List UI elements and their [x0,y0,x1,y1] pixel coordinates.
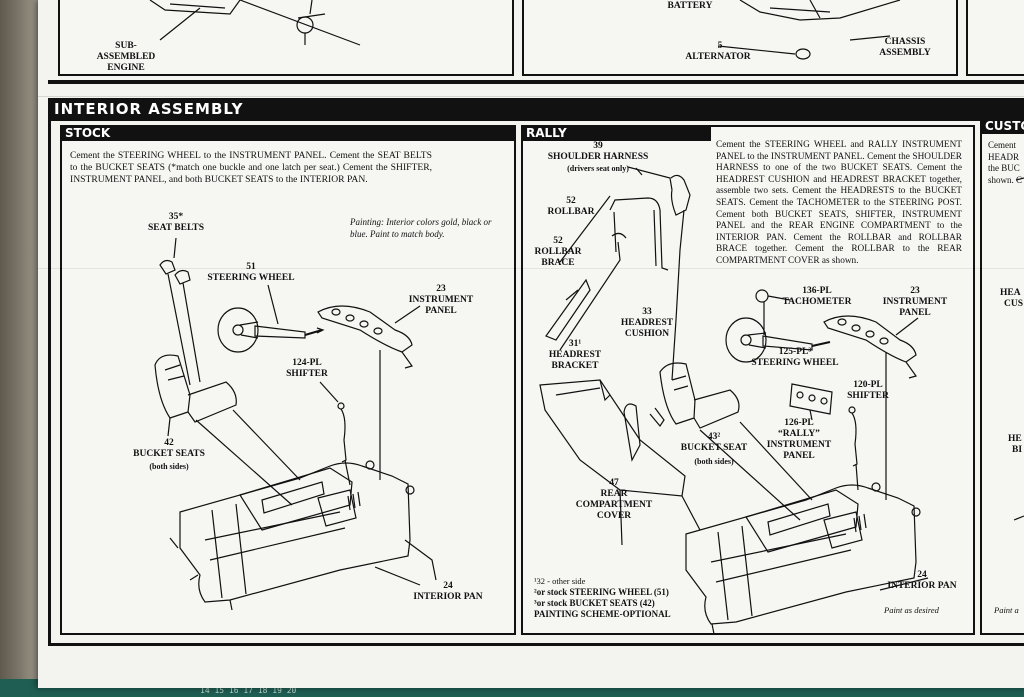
stock-header-text: STOCK [65,126,111,140]
rally-header-text: RALLY [526,126,567,140]
label-sub-assembled-engine: SUB-ASSEMBLED ENGINE [96,41,156,73]
label-rollbar-brace: 52 ROLLBAR BRACE [534,236,582,268]
custom-art-fragment [1013,177,1024,521]
label-rear-compartment-cover: 47 REAR COMPARTMENT COVER [575,478,653,521]
chassis-step-box [522,0,958,76]
label-bucket-seat-rally-sub: (both sides) [694,457,734,466]
rally-shifter-art [848,406,859,491]
custom-paint-note: Paint a [994,605,1019,615]
custom-text: Cement HEADR the BUC shown. C [988,140,1024,186]
rally-rear-compartment-art [539,379,701,546]
label-rally-instrument-panel: 126-PL “RALLY” INSTRUMENT PANEL [766,418,832,461]
top-rule [48,80,1024,84]
engine-step-box [58,0,514,76]
footnote-3: ³or stock BUCKET SEATS (42) [534,598,655,608]
label-interior-pan-rally: 24 INTERIOR PAN [887,570,957,591]
custom-panel [980,125,1024,635]
label-tachometer: 136-PL TACHOMETER [782,286,852,307]
label-rollbar: 52 ROLLBAR [547,196,595,217]
chassis-fragment [717,0,901,60]
label-headrest-bracket: 31¹ HEADREST BRACKET [548,339,602,371]
section-title-bar: INTERIOR ASSEMBLY [48,98,1024,120]
label-steering-wheel-rally: 125-PL³ STEERING WHEEL [751,347,839,368]
engine-fragment [149,0,361,46]
stock-panel [60,125,516,635]
label-alternator: ALTERNATOR [685,52,751,62]
label-bucket-seats-stock-sub: (both sides) [149,462,189,471]
stock-seat-belts-art [159,237,201,386]
rally-tachometer-art [755,289,791,303]
fold-crease [38,268,1024,269]
custom-text-line: the BUC [988,163,1020,174]
rally-rollbar-art [559,195,669,351]
rally-rollbar-brace-art [545,278,591,341]
interior-assembly-frame [48,118,1024,646]
stock-instrument-panel-art [317,305,421,480]
rally-shoulder-harness-art [627,166,691,381]
section-title: INTERIOR ASSEMBLY [54,100,244,118]
next-step-box [966,0,1024,76]
custom-text-line: HEADR [988,151,1019,162]
fold-crease [38,96,1024,97]
label-shifter-rally: 120-PL SHIFTER [847,380,889,401]
custom-label-fragment: CUS [1004,299,1024,309]
stock-bucket-seat-art [154,354,237,437]
custom-header-text: CUSTO [985,119,1024,133]
label-shifter-stock: 124-PL SHIFTER [286,358,328,379]
label-bucket-seats-stock: 42 BUCKET SEATS [133,438,205,459]
footnote-1: ¹32 - other side [534,576,586,586]
rally-bucket-seat-art [659,362,740,429]
rally-steering-wheel-art [725,302,831,363]
label-shoulder-harness-sub: (drivers seat only) [567,164,629,173]
stock-painting-note: Painting: Interior colors gold, black or… [350,217,492,240]
rally-interior-pan-art [685,421,929,635]
stock-header: STOCK [60,125,516,141]
label-seat-belts: 35* SEAT BELTS [147,212,205,233]
custom-text-line: shown. C [988,174,1023,185]
label-bucket-seat-rally: 43² BUCKET SEAT [680,432,748,453]
stock-steering-wheel-art [217,284,325,353]
rally-instrument-panel-art [823,315,919,500]
rally-paint-note: Paint as desired [884,605,939,615]
custom-label-fragment: HEA [1000,288,1021,298]
label-chassis-assembly: CHASSIS ASSEMBLY [879,37,931,58]
label-interior-pan-stock: 24 INTERIOR PAN [413,581,483,602]
stock-interior-pan-art [169,409,437,611]
label-shoulder-harness: 39 SHOULDER HARNESS [547,141,649,162]
footnote-4: PAINTING SCHEME-OPTIONAL [534,609,671,619]
label-steering-wheel-stock: 51 STEERING WHEEL [207,262,295,283]
footnote-2: ²or stock STEERING WHEEL (51) [534,587,669,597]
rally-header: RALLY [521,125,711,141]
stock-instructions: Cement the STEERING WHEEL to the INSTRUM… [70,150,432,186]
label-battery: BATTERY [667,1,713,11]
label-instrument-panel-rally: 23 INSTRUMENT PANEL [882,286,948,318]
label-instrument-panel-stock: 23 INSTRUMENT PANEL [408,284,474,316]
mat-ruler: 14 15 16 17 18 19 20 [200,686,297,695]
custom-label-fragment: HE [1008,434,1022,444]
label-headrest-cushion: 33 HEADREST CUSHION [620,307,674,339]
custom-text-line: Cement [988,140,1016,150]
custom-header: CUSTO [980,118,1024,134]
rally-footnotes: ¹32 - other side ²or stock STEERING WHEE… [534,576,714,620]
rally-gauge-panel-art [789,383,833,421]
custom-label-fragment: BI [1012,445,1023,455]
rally-instructions: Cement the STEERING WHEEL and RALLY INST… [716,140,962,266]
